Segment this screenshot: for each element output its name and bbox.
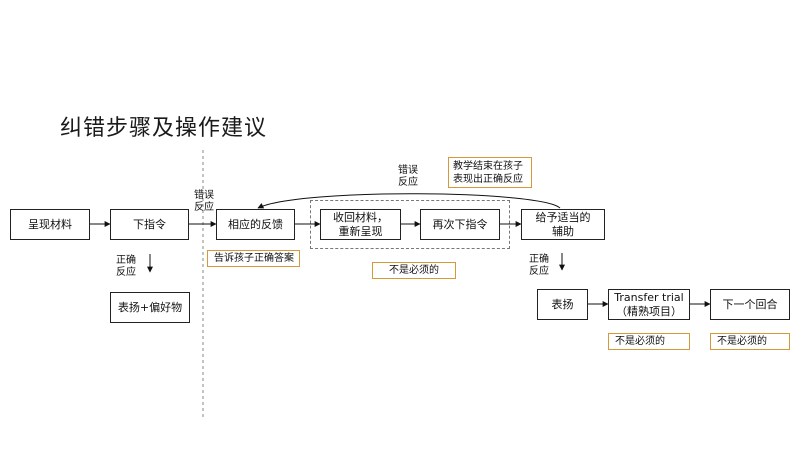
- corresponding-feedback-box: 相应的反馈: [216, 209, 295, 240]
- retrieve-material-box: 收回材料，重新呈现: [320, 209, 401, 240]
- optional-steps-group: [310, 200, 510, 249]
- page-title: 纠错步骤及操作建议: [60, 116, 268, 141]
- transfer-trial-box: Transfer trial（精熟项目）: [608, 289, 690, 320]
- assist-box: 给予适当的辅助: [521, 209, 605, 240]
- error-response-label-top: 错误反应: [398, 165, 418, 188]
- correct-response-label-left: 正确反应: [116, 255, 136, 278]
- instruct-box: 下指令: [110, 209, 189, 240]
- correct-response-label-right: 正确反应: [529, 254, 549, 277]
- praise-preference-box: 表扬+偏好物: [110, 292, 190, 323]
- present-material-box: 呈现材料: [10, 209, 90, 240]
- teaching-end-note: 教学结束在孩子表现出正确反应: [448, 157, 532, 188]
- not-required-note-1: 不是必须的: [372, 262, 456, 279]
- error-response-label-mid: 错误反应: [194, 190, 214, 213]
- reinstruct-box: 再次下指令: [420, 209, 500, 240]
- arrow-error-loop: [257, 193, 561, 209]
- not-required-note-2: 不是必须的: [608, 333, 690, 350]
- praise-box: 表扬: [537, 289, 588, 320]
- tell-correct-answer-note: 告诉孩子正确答案: [207, 250, 300, 267]
- next-round-box: 下一个回合: [710, 289, 790, 320]
- not-required-note-3: 不是必须的: [710, 333, 790, 350]
